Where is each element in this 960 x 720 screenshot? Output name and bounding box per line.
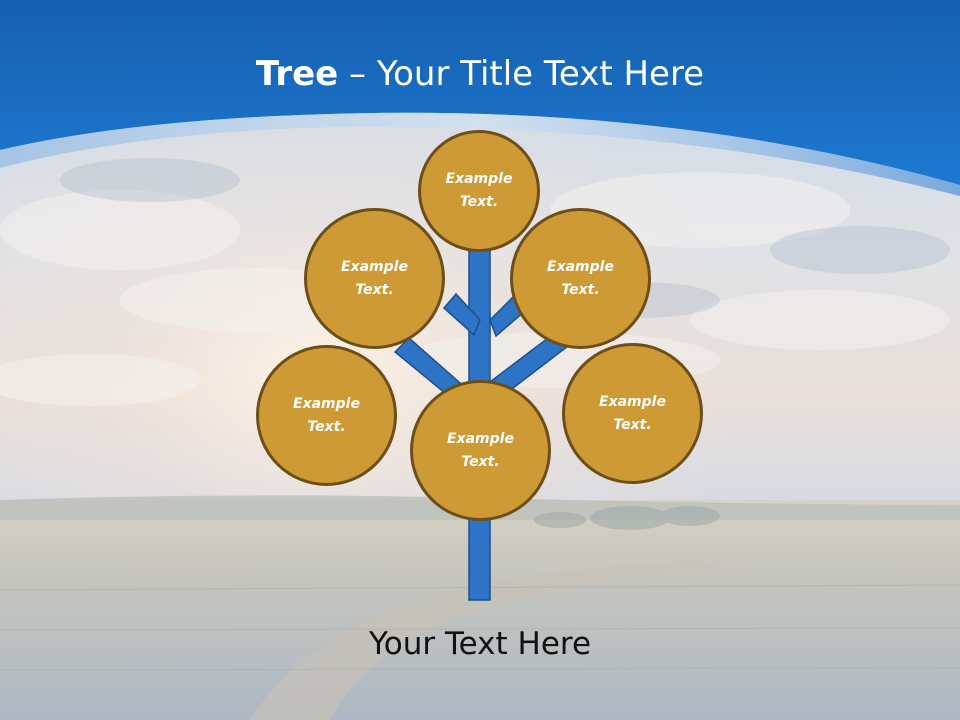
tree-node-top: Example Text. — [418, 130, 540, 252]
node-label: Example Text. — [341, 258, 408, 298]
node-label: Example Text. — [599, 393, 666, 433]
title-bold-word: Tree — [255, 54, 339, 94]
tree-node-center: Example Text. — [410, 380, 551, 521]
slide-title: Tree – Your Title Text Here — [0, 52, 960, 96]
node-label: Example Text. — [445, 171, 513, 210]
tree-node-lower-left: Example Text. — [256, 345, 397, 486]
tree-node-upper-right: Example Text. — [510, 208, 651, 349]
node-label: Example Text. — [293, 395, 360, 435]
title-rest: – Your Title Text Here — [338, 54, 705, 94]
tree-node-lower-right: Example Text. — [562, 343, 703, 484]
footer-text: Your Text Here — [368, 626, 592, 662]
node-label: Example Text. — [547, 258, 614, 298]
branch-upper-left — [442, 292, 481, 337]
node-label: Example Text. — [447, 430, 514, 470]
tree-node-upper-left: Example Text. — [304, 208, 445, 349]
